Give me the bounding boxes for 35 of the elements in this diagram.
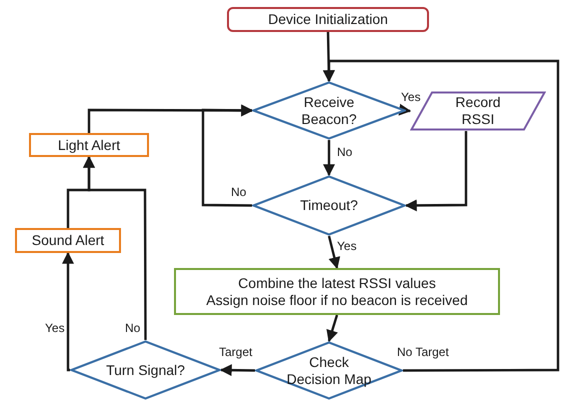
node-label: Light Alert <box>58 136 120 154</box>
arrow <box>323 60 560 372</box>
node-label: Sound Alert <box>32 232 104 249</box>
node-label: Combine the latest RSSI values <box>238 274 436 292</box>
edge-label: No <box>230 186 248 198</box>
node-label: Turn Signal? <box>106 362 185 378</box>
process-box <box>174 268 500 315</box>
edge-label: Yes <box>44 322 66 334</box>
edge-label: Target <box>218 346 254 358</box>
arrow <box>328 236 340 270</box>
node-label: Assign noise floor if no beacon is received <box>206 292 468 308</box>
arrow <box>62 252 74 372</box>
edge-label: No <box>124 322 142 334</box>
arrow <box>66 156 95 228</box>
decision-diamond <box>252 175 406 236</box>
node-label: Check Decision Map <box>286 354 372 388</box>
node-label: Record RSSI <box>454 94 502 128</box>
arrow <box>88 104 254 133</box>
node-label: Receive Beacon? <box>300 94 358 128</box>
edge-label: No <box>336 146 354 158</box>
decision-diamond <box>70 340 221 400</box>
process-box <box>15 228 121 253</box>
node-label: Device Initialization <box>268 11 388 28</box>
process-box <box>29 133 149 157</box>
arrow <box>398 104 412 116</box>
edge-label: Yes <box>400 91 422 103</box>
edge-label: No Target <box>396 346 450 358</box>
start-box <box>227 7 429 32</box>
arrow <box>326 314 338 342</box>
node-label: Timeout? <box>300 197 358 214</box>
arrow <box>404 131 468 212</box>
edge-label: Yes <box>336 240 358 252</box>
arrow <box>323 140 335 176</box>
arrow <box>202 104 254 207</box>
arrow <box>220 364 256 376</box>
